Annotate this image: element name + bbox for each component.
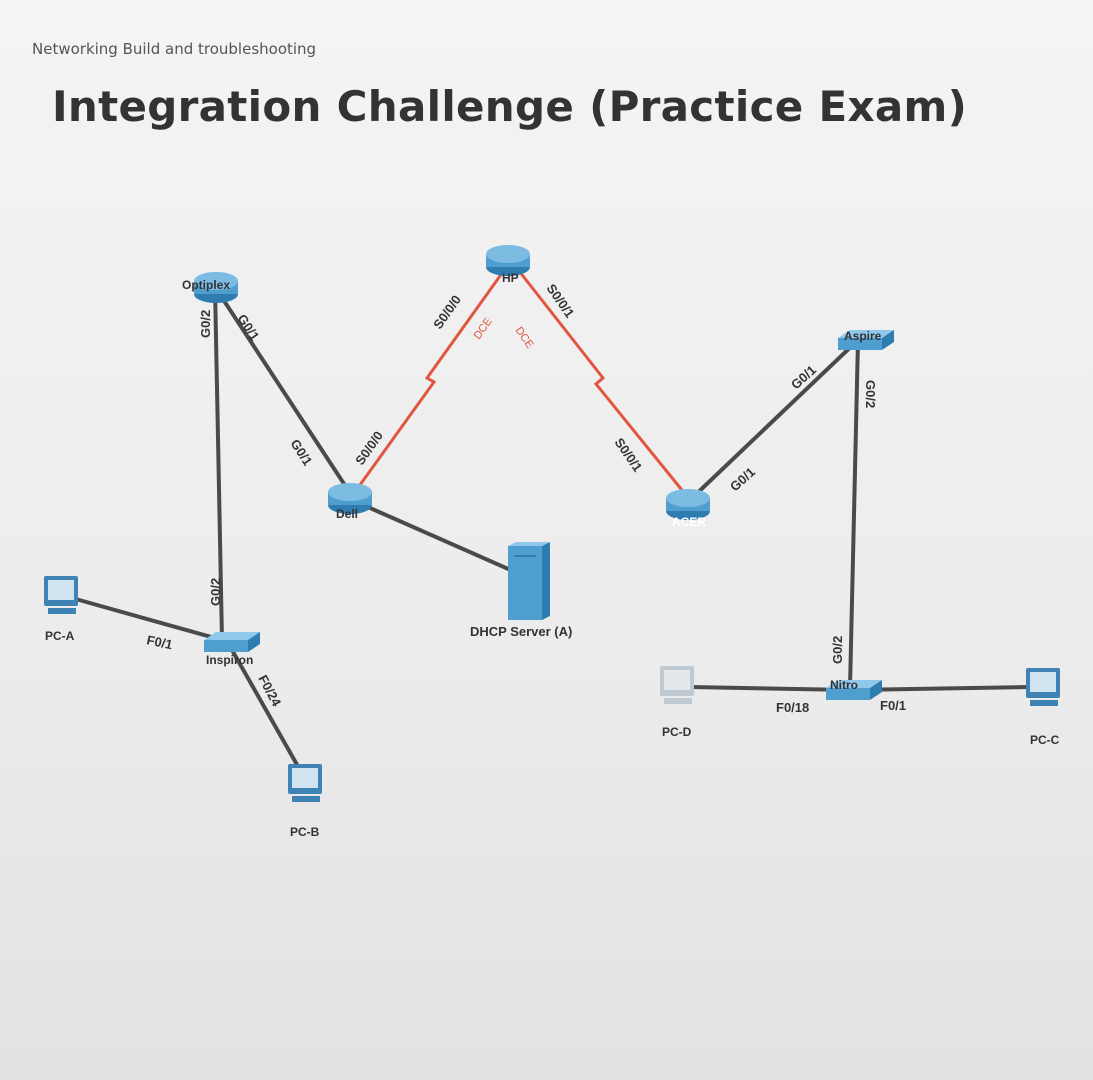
- port-label-dell-s0-0-0: S0/0/0: [352, 428, 386, 467]
- server-icon-dhcp[interactable]: [508, 542, 550, 620]
- pc-label-a: PC-A: [45, 629, 75, 643]
- device-label-aspire: Aspire: [844, 329, 882, 343]
- port-label-dell-g0-1: G0/1: [287, 436, 315, 468]
- slide-title: Integration Challenge (Practice Exam): [52, 82, 968, 131]
- link-optiplex-inspiron: [213, 286, 224, 641]
- port-label-hp-s0-0-0: S0/0/0: [430, 292, 464, 331]
- pc-icon-a[interactable]: [44, 576, 78, 614]
- router-icon-acer[interactable]: ACER: [666, 489, 710, 529]
- link-pcd-nitro: [689, 685, 851, 692]
- switch-icon-aspire[interactable]: Aspire: [838, 329, 894, 350]
- switch-icon-nitro[interactable]: Nitro: [826, 678, 882, 700]
- device-label-hp: HP: [502, 271, 519, 285]
- device-label-acer: ACER: [672, 515, 706, 529]
- pc-icon-b[interactable]: [288, 764, 322, 802]
- port-label-nitro-f0-18: F0/18: [776, 700, 809, 715]
- serial-link-dell-hp: [350, 261, 512, 497]
- pc-label-b: PC-B: [290, 825, 320, 839]
- serial-link-hp-acer: [510, 261, 692, 501]
- port-label-inspiron-f0-1: F0/1: [145, 632, 174, 652]
- port-label-inspiron-g0-2: G0/2: [208, 578, 223, 606]
- slide-subtitle: Networking Build and troubleshooting: [32, 40, 317, 58]
- pc-icon-d[interactable]: [660, 666, 694, 704]
- link-optiplex-dell: [213, 285, 352, 495]
- port-label-hp-s0-0-1: S0/0/1: [544, 281, 578, 320]
- port-label-hp-dce-right: DCE: [513, 325, 536, 351]
- port-label-optiplex-g0-1: G0/1: [234, 311, 262, 343]
- pc-label-c: PC-C: [1030, 733, 1060, 747]
- switch-icon-inspiron[interactable]: Inspiron: [204, 632, 260, 667]
- links: [71, 261, 1031, 771]
- link-dell-dhcp-server: [351, 498, 516, 574]
- port-label-aspire-g0-2: G0/2: [863, 380, 878, 408]
- port-label-optiplex-g0-2: G0/2: [198, 310, 213, 338]
- port-label-nitro-f0-1: F0/1: [880, 698, 906, 713]
- port-label-inspiron-f0-24: F0/24: [255, 672, 284, 709]
- device-label-nitro: Nitro: [830, 678, 858, 692]
- port-label-nitro-g0-2: G0/2: [830, 636, 845, 664]
- pc-label-d: PC-D: [662, 725, 692, 739]
- device-label-dell: Dell: [336, 507, 358, 521]
- pc-icon-c[interactable]: [1026, 668, 1060, 706]
- link-acer-aspire: [688, 338, 860, 502]
- router-icon-optiplex[interactable]: Optiplex: [182, 272, 238, 303]
- port-label-aspire-g0-1: G0/1: [788, 362, 819, 392]
- port-label-acer-g0-1: G0/1: [727, 464, 758, 494]
- link-inspiron-pcb: [230, 649, 302, 771]
- device-label-optiplex: Optiplex: [182, 278, 230, 292]
- link-pca-inspiron: [71, 596, 223, 642]
- port-label-hp-dce-left: DCE: [472, 316, 495, 342]
- port-labels: G0/1 G0/2 G0/1 S0/0/0 S0/0/0 DCE S0/0/1 …: [145, 281, 906, 715]
- router-icon-dell[interactable]: Dell: [328, 483, 372, 521]
- router-icon-hp[interactable]: HP: [486, 245, 530, 285]
- link-aspire-nitro: [848, 339, 860, 689]
- device-label-inspiron: Inspiron: [206, 653, 253, 667]
- device-label-dhcp-server: DHCP Server (A): [470, 624, 572, 639]
